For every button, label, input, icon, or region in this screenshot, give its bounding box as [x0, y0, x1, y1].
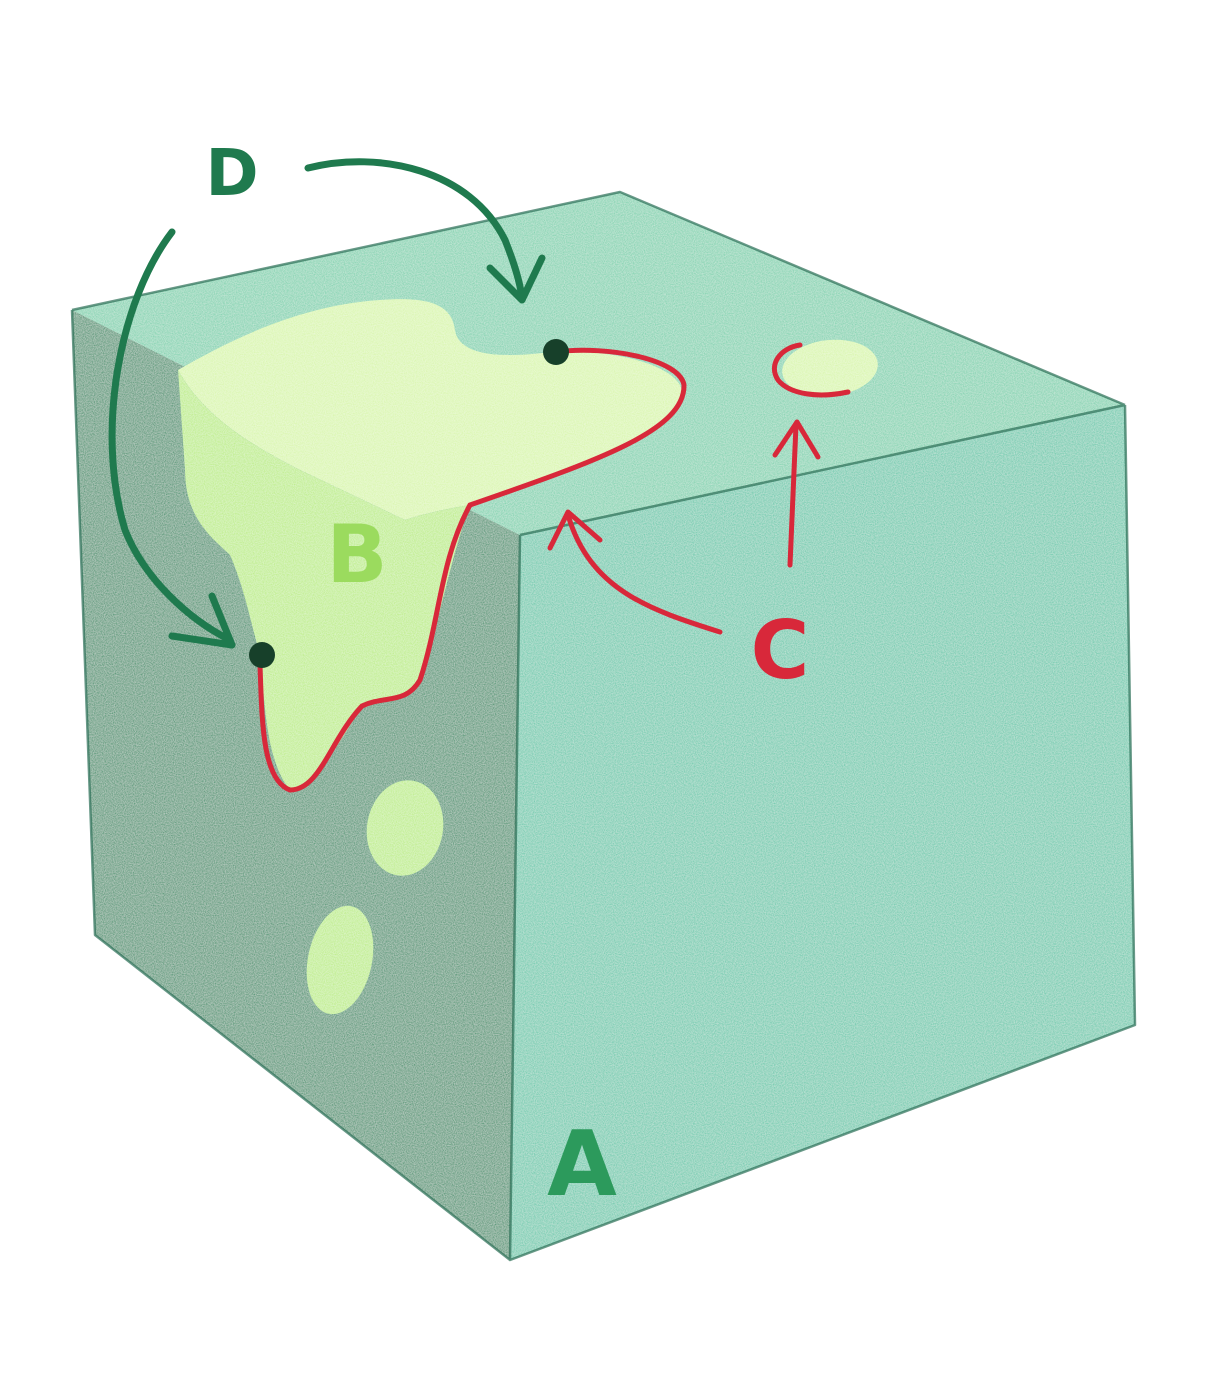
arrow-c-to-oval: [787, 422, 799, 568]
label-b: B: [327, 508, 388, 601]
arrow-c-to-oval-head: [772, 419, 821, 460]
blob-upper: [366, 780, 444, 876]
boundary-c-oval: [771, 342, 851, 398]
blob-lower: [306, 905, 374, 1015]
boundary-c-curve: [257, 347, 687, 793]
point-d-top: [543, 339, 569, 365]
arrow-d-to-side-point-head: [168, 592, 236, 649]
top-oval: [782, 339, 878, 397]
region-b-side: [178, 370, 470, 790]
cube-right-face: [510, 405, 1135, 1260]
arrow-d-to-top-point: [304, 158, 526, 302]
arrow-d-to-side-point: [108, 228, 234, 644]
cube-edges: [70, 190, 1137, 1262]
arrow-d-to-top-point-head: [486, 254, 546, 304]
label-c: C: [751, 604, 810, 697]
arrow-c-to-edge: [565, 512, 723, 635]
label-a: A: [547, 1112, 617, 1217]
label-d: D: [205, 137, 258, 211]
point-d-side: [249, 642, 275, 668]
arrow-c-to-edge-head: [547, 509, 603, 551]
